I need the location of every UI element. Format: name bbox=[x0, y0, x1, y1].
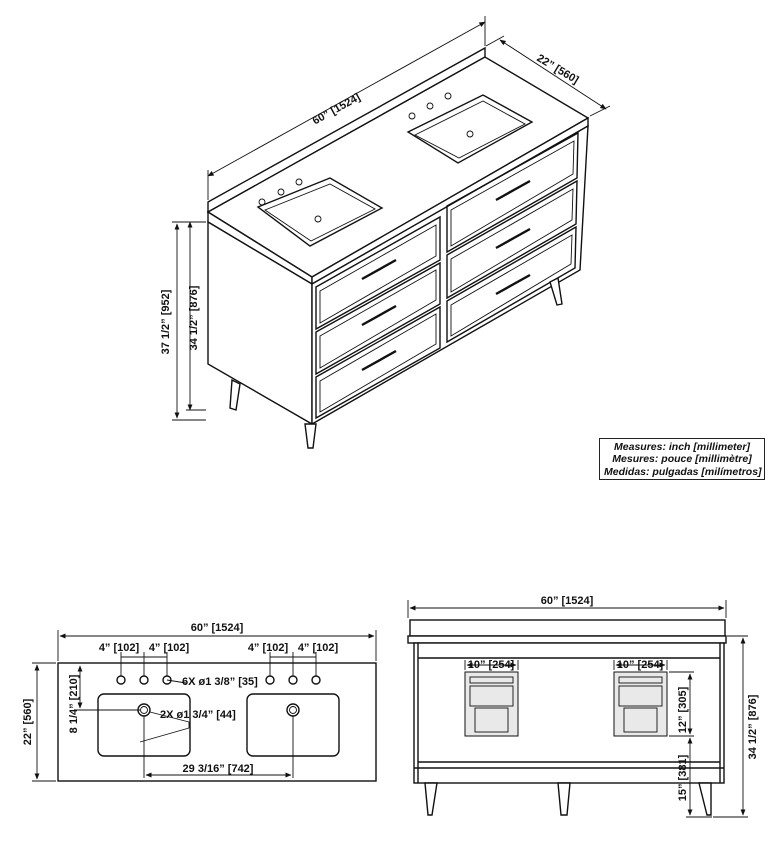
drawer-column-right bbox=[446, 131, 579, 344]
drawer-column-left bbox=[315, 215, 441, 420]
countertop-outline bbox=[57, 662, 377, 782]
legend-line-french: Mesures: pouce [millimètre] bbox=[612, 453, 752, 466]
cutout-width-right-label: 10” [254] bbox=[617, 659, 664, 671]
left-plumbing-cutout bbox=[464, 671, 519, 737]
faucet-hole bbox=[295, 178, 303, 186]
iso-total-height-label: 37 1/2” [952] bbox=[160, 289, 172, 354]
back-legs bbox=[424, 782, 712, 816]
faucet-hole bbox=[258, 198, 266, 206]
units-legend: Measures: inch [millimeter] Mesures: pou… bbox=[599, 438, 765, 480]
back-width-label: 60” [1524] bbox=[541, 595, 594, 607]
isometric-view: 60” [1524] 22” [560] 37 1/2” [952] 34 1/… bbox=[160, 16, 611, 449]
sink-center-label: 29 3/16” [742] bbox=[183, 763, 254, 775]
right-plumbing-cutout bbox=[613, 671, 668, 737]
faucet-spacing-right-b: 4” [102] bbox=[298, 642, 339, 654]
legend-line-spanish: Medidas: pulgadas [milímetros] bbox=[604, 465, 762, 478]
left-sink bbox=[256, 177, 384, 247]
iso-counter-height-label: 34 1/2” [876] bbox=[188, 285, 200, 350]
top-view: 60” [1524] 4” [102] 4” [102] 4” [102] 4”… bbox=[22, 622, 377, 782]
top-width-label: 60” [1524] bbox=[191, 622, 244, 634]
faucet-spacing-right-a: 4” [102] bbox=[248, 642, 289, 654]
cutout-width-left-label: 10” [254] bbox=[468, 659, 515, 671]
cabinet-legs bbox=[229, 276, 563, 449]
hole-depth-label: 8 1/4” [210] bbox=[68, 674, 80, 733]
back-backsplash bbox=[409, 619, 726, 637]
faucet-spacing-left-a: 4” [102] bbox=[99, 642, 140, 654]
cutout-elevation-label: 15” [381] bbox=[677, 754, 689, 801]
back-countertop bbox=[407, 635, 727, 644]
faucet-hole bbox=[277, 188, 285, 196]
cutout-height-label: 12” [305] bbox=[677, 686, 689, 733]
legend-line-english: Measures: inch [millimeter] bbox=[614, 441, 750, 453]
back-height-label: 34 1/2” [876] bbox=[747, 694, 759, 759]
back-view: 60” [1524] 10” [254] 10” [254] 12” [305]… bbox=[407, 595, 759, 818]
iso-height-dimensions: 37 1/2” [952] 34 1/2” [876] bbox=[160, 221, 206, 421]
iso-depth-label: 22” [560] bbox=[535, 52, 581, 86]
faucet-hole-diameter-label: 6X ø1 3/8” [35] bbox=[182, 676, 258, 688]
top-depth-label: 22” [560] bbox=[22, 698, 34, 745]
drain-hole-diameter-label: 2X ø1 3/4” [44] bbox=[160, 709, 236, 721]
faucet-spacing-left-b: 4” [102] bbox=[149, 642, 190, 654]
